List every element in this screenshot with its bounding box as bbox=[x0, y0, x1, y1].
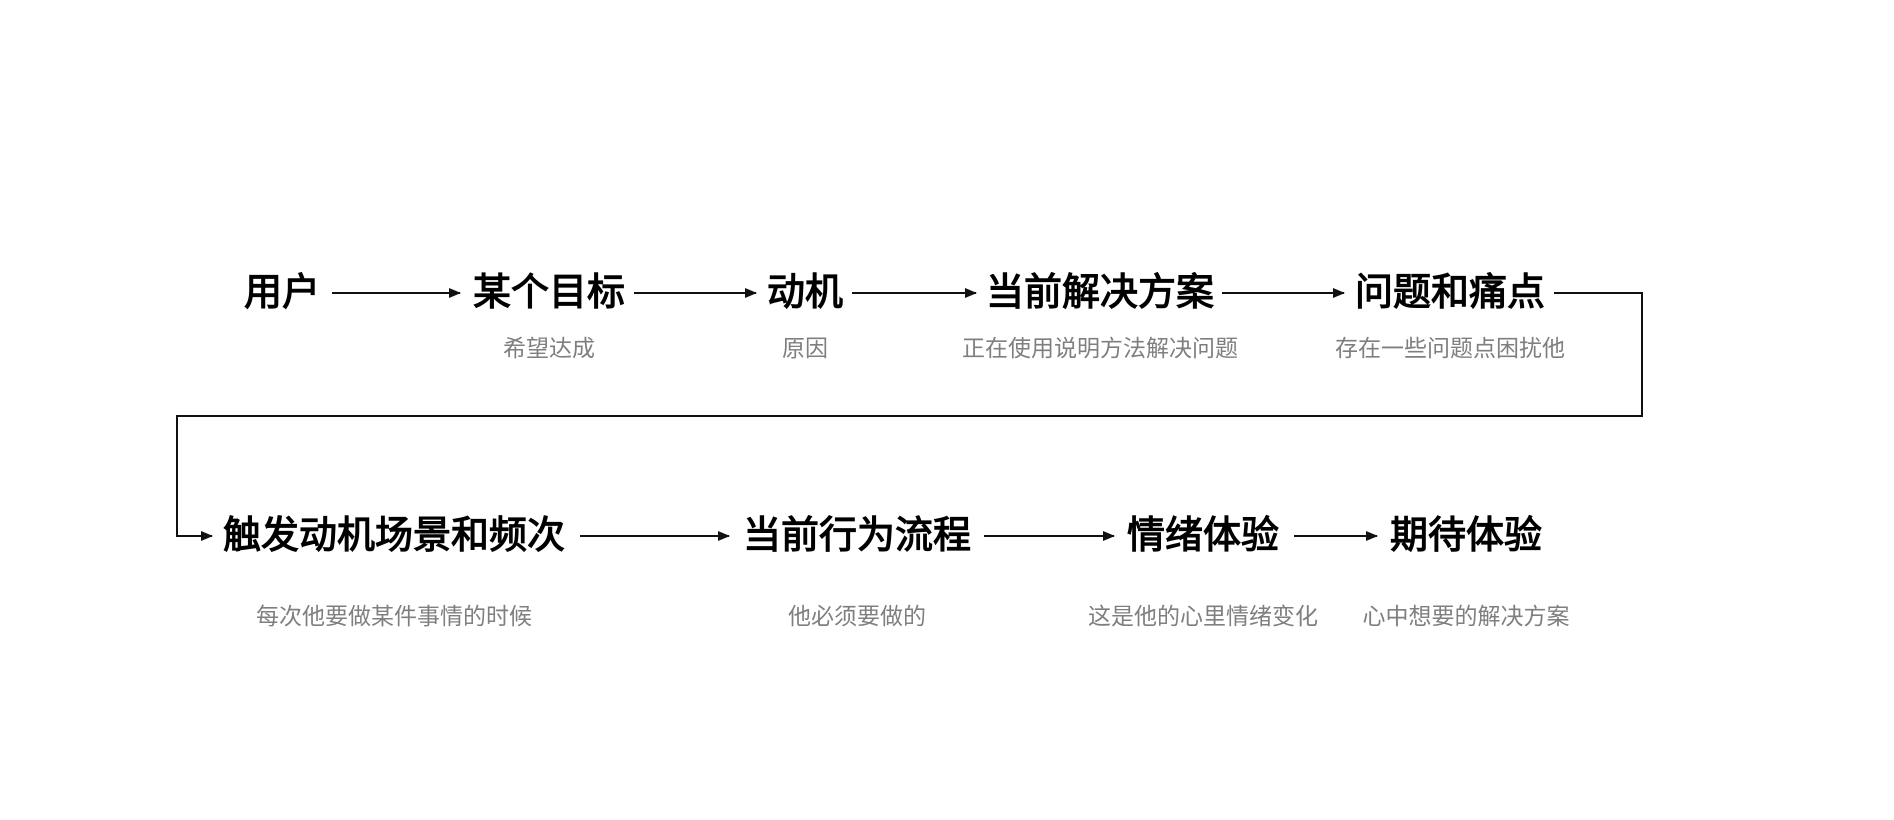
flow-node-goal: 某个目标 bbox=[472, 272, 626, 314]
flow-node-motivation: 动机 bbox=[766, 272, 844, 314]
flow-note-current-behavior-flow: 他必须要做的 bbox=[788, 603, 926, 629]
flow-node-trigger-scene-frequency: 触发动机场景和频次 bbox=[222, 515, 566, 557]
flow-node-current-solution: 当前解决方案 bbox=[985, 272, 1215, 314]
flow-note-expected-experience: 心中想要的解决方案 bbox=[1362, 603, 1570, 629]
flow-note-current-solution: 正在使用说明方法解决问题 bbox=[962, 335, 1238, 361]
flow-note-trigger-scene-frequency: 每次他要做某件事情的时候 bbox=[256, 603, 532, 629]
flow-note-motivation: 原因 bbox=[782, 335, 828, 361]
flow-note-pain-points: 存在一些问题点困扰他 bbox=[1335, 335, 1565, 361]
flow-note-goal: 希望达成 bbox=[503, 335, 595, 361]
flow-node-expected-experience: 期待体验 bbox=[1389, 515, 1543, 557]
flow-node-emotional-experience: 情绪体验 bbox=[1126, 515, 1280, 557]
flow-node-user: 用户 bbox=[243, 272, 321, 314]
flow-node-pain-points: 问题和痛点 bbox=[1354, 272, 1546, 314]
flow-node-current-behavior-flow: 当前行为流程 bbox=[742, 515, 972, 557]
flow-note-emotional-experience: 这是他的心里情绪变化 bbox=[1088, 603, 1318, 629]
elbow-connector-pain-points-to-trigger bbox=[176, 292, 1643, 541]
